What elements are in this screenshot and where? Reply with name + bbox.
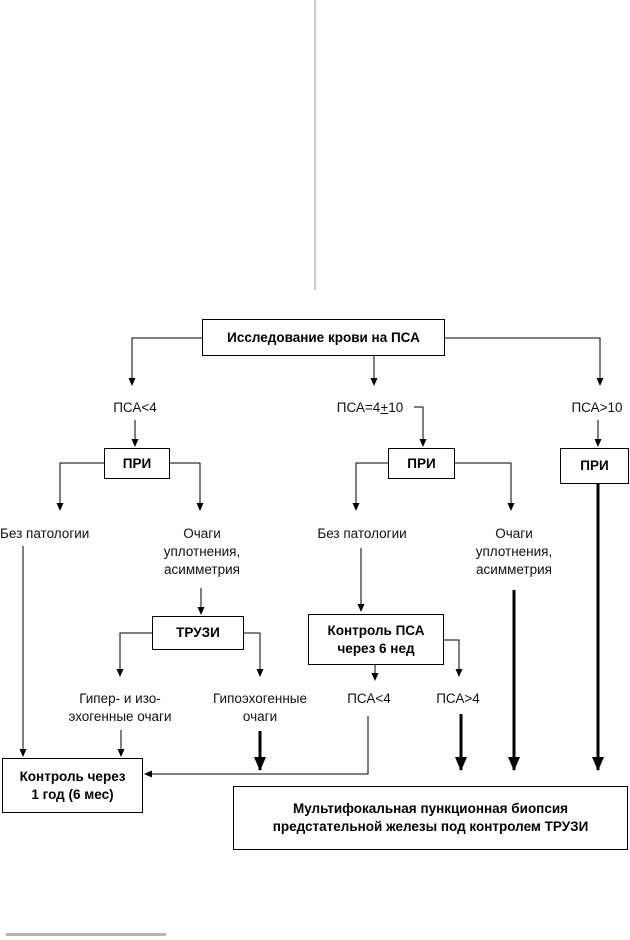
arrow-psa-mid-to-dre [414,406,427,447]
dre-high-box: ПРИ [560,448,629,484]
mid-lesions-line-1: Очаги [495,526,533,541]
hyper-iso-label: Гипер- и изо- эхогенные очаги [52,690,188,726]
low-lesions-line-1: Очаги [183,526,221,541]
control-year-text: Контроль через 1 год (6 мес) [20,768,126,804]
biopsy-line-1: Мультифокальная пункционная биопсия [292,801,569,816]
arrow-root-to-psa-low [128,337,202,386]
arrow-dre-low-to-lesions [170,462,204,511]
bottom-rule [6,933,166,936]
arrow-root-to-psa-high [445,337,604,386]
dre-mid-box: ПРИ [388,448,455,479]
hypo-line-1: Гипоэхогенные [212,691,307,706]
psa-mid-suffix: 10 [388,400,404,415]
mid-no-pathology-label: Без патологии [317,526,407,541]
psa-high-label: ПСА>10 [571,400,623,415]
trus-label: ТРУЗИ [176,625,220,640]
low-lesions-line-3: асимметрия [164,562,240,577]
dre-mid-label: ПРИ [407,455,436,471]
biopsy-line-2: предстательной железы под контролем ТРУЗ… [272,819,589,834]
hypo-label: Гипоэхогенные очаги [199,690,321,726]
control-psa-line-1: Контроль ПСА [327,622,425,638]
root-box: Исследование крови на ПСА [202,319,445,356]
psa-mid-pm: + [380,400,389,415]
control-psa-line-2: через 6 нед [337,640,415,656]
control-year-box: Контроль через 1 год (6 мес) [2,758,143,813]
biopsy-text: Мультифокальная пункционная биопсия пред… [273,800,589,836]
psa-low-label: ПСА<4 [113,400,157,415]
arrow-trus-to-hypo [244,632,264,677]
psa-mid-prefix: ПСА=4 [336,400,381,415]
psa-mid-label: ПСА=4+10 [322,399,418,417]
low-lesions-line-2: уплотнения, [163,544,241,559]
dre-high-label: ПРИ [580,458,609,473]
hypo-line-2: очаги [242,709,278,724]
dre-low-box: ПРИ [104,448,170,479]
dre-low-label: ПРИ [122,455,152,471]
mid-lesions-line-3: асимметрия [476,562,552,577]
biopsy-box: Мультифокальная пункционная биопсия пред… [233,786,628,850]
arrow-trus-to-hyper-iso [116,632,152,677]
mid-lesions-line-2: уплотнения, [475,544,553,559]
low-no-pathology-label: Без патологии [0,526,90,541]
trus-box: ТРУЗИ [152,616,244,650]
mid-psa-low-label: ПСА<4 [347,691,391,706]
arrow-dre-mid-to-lesions [455,462,515,511]
control-year-line-2: 1 год (6 мес) [31,786,114,802]
arrow-dre-low-to-no-pathology [56,462,104,511]
control-psa-box: Контроль ПСА через 6 нед [308,614,444,665]
arrow-control-to-psa-high [444,639,463,677]
low-lesions-label: Очаги уплотнения, асимметрия [147,525,257,579]
control-psa-text: Контроль ПСА через 6 нед [328,622,425,658]
arrow-dre-mid-to-no-pathology [352,462,388,511]
hyper-iso-line-1: Гипер- и изо- [79,691,161,706]
hyper-iso-line-2: эхогенные очаги [68,709,172,724]
root-label: Исследование крови на ПСА [227,329,420,345]
mid-psa-high-label: ПСА>4 [436,691,480,706]
mid-lesions-label: Очаги уплотнения, асимметрия [459,525,569,579]
arrow-psa-low-to-control-year [144,716,369,778]
control-year-line-1: Контроль через [19,768,126,784]
